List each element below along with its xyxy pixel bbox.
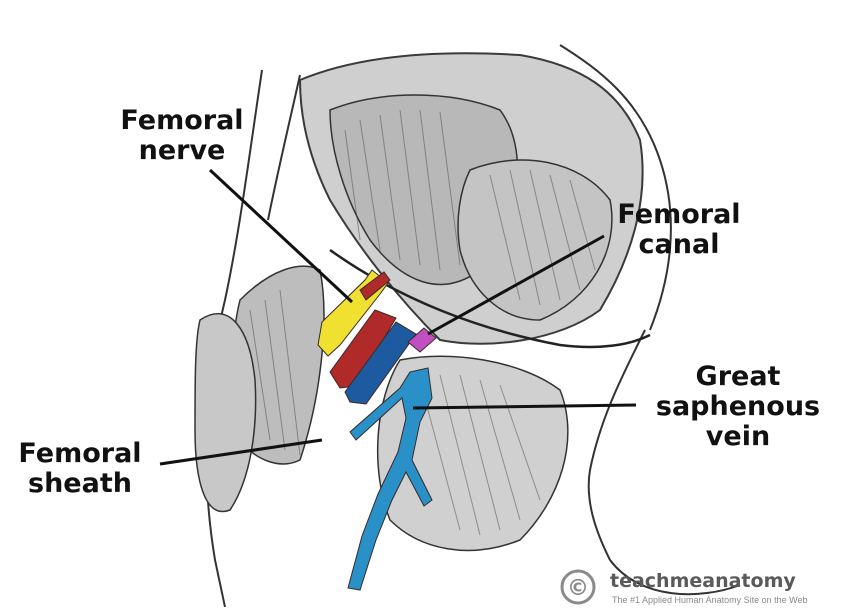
label-femoral-nerve-line1: Femoral [112,106,252,136]
label-femoral-canal-line2: canal [604,230,754,260]
fascia-lata [195,314,256,512]
label-femoral-nerve: Femoral nerve [112,106,252,166]
label-great-saphenous-vein: Great saphenous vein [640,362,836,452]
label-femoral-sheath: Femoral sheath [6,439,154,499]
label-great-saphenous-vein-line2: saphenous [640,392,836,422]
watermark: © teachmeanatomy The #1 Applied Human An… [558,568,840,606]
copyright-symbol: © [567,576,589,601]
label-great-saphenous-vein-line1: Great [640,362,836,392]
label-femoral-canal: Femoral canal [604,200,754,260]
copyright-icon: © [558,568,602,606]
label-femoral-sheath-line1: Femoral [6,439,154,469]
label-femoral-sheath-line2: sheath [6,469,154,499]
label-femoral-nerve-line2: nerve [112,136,252,166]
label-femoral-canal-line1: Femoral [604,200,754,230]
label-great-saphenous-vein-line3: vein [640,422,836,452]
watermark-tagline: The #1 Applied Human Anatomy Site on the… [612,595,807,605]
watermark-name: teachmeanatomy [610,570,796,592]
